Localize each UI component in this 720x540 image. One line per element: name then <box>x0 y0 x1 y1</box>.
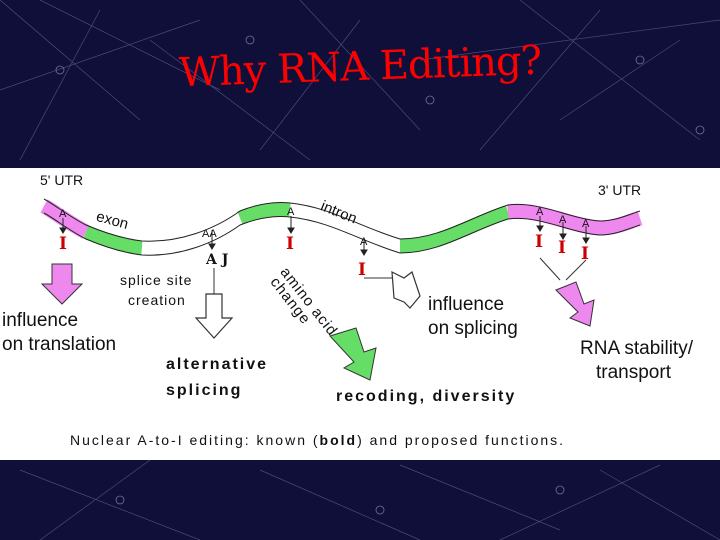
inosine-mark: I <box>535 232 543 252</box>
rna-stability-label: RNA stability/ <box>580 338 693 359</box>
splice-site-aj: A J <box>206 252 229 268</box>
inosine-mark: I <box>558 238 566 258</box>
editing-site-a: A <box>287 206 295 218</box>
editing-site-aa: AA <box>202 228 217 240</box>
stability-arrow <box>555 281 595 327</box>
inosine-mark: I <box>358 260 366 280</box>
creation-label: creation <box>128 292 186 308</box>
diagram-caption: Nuclear A-to-I editing: known (bold) and… <box>70 432 565 448</box>
editing-site-a: A <box>559 214 567 226</box>
alternative-splicing-arrow <box>194 293 234 339</box>
recoding-arrow <box>329 327 377 381</box>
inosine-mark: I <box>581 244 589 264</box>
caption-suffix: ) and proposed functions. <box>357 432 566 448</box>
on-splicing-label: on splicing <box>428 318 518 339</box>
translation-arrow <box>40 263 84 305</box>
caption-prefix: Nuclear A-to-I editing: known ( <box>70 432 320 448</box>
inosine-mark: I <box>286 234 294 254</box>
splicing-label: splicing <box>166 382 243 399</box>
editing-site-a: A <box>360 236 368 248</box>
diagram-panel: 5' UTR 3' UTR exon intron A AA A A A A A… <box>0 168 720 460</box>
caption-bold: bold <box>319 432 358 448</box>
utr5-label: 5' UTR <box>40 172 84 188</box>
translation-label: on translation <box>2 334 117 355</box>
inosine-mark: I <box>59 234 67 254</box>
utr3-label: 3' UTR <box>598 182 642 198</box>
splice-site-label: splice site <box>120 272 193 288</box>
exon-segment-1 <box>83 225 143 255</box>
recoding-label: recoding, diversity <box>336 388 517 405</box>
editing-site-a: A <box>536 206 544 218</box>
exon-segment-3 <box>399 205 511 253</box>
rna-editing-diagram <box>40 198 643 381</box>
intron-segment-2 <box>289 203 403 253</box>
editing-site-a: A <box>582 218 590 230</box>
exon-segment-2 <box>237 202 291 225</box>
transport-label: transport <box>596 362 671 383</box>
influence-splicing-label: influence <box>428 294 505 315</box>
alternative-label: alternative <box>166 356 269 373</box>
splicing-arrow <box>391 270 421 309</box>
influence-translation-label: influence <box>2 310 79 331</box>
intron-segment-1 <box>141 212 245 256</box>
editing-site-a: A <box>59 208 67 220</box>
utr3-segment <box>507 203 643 236</box>
